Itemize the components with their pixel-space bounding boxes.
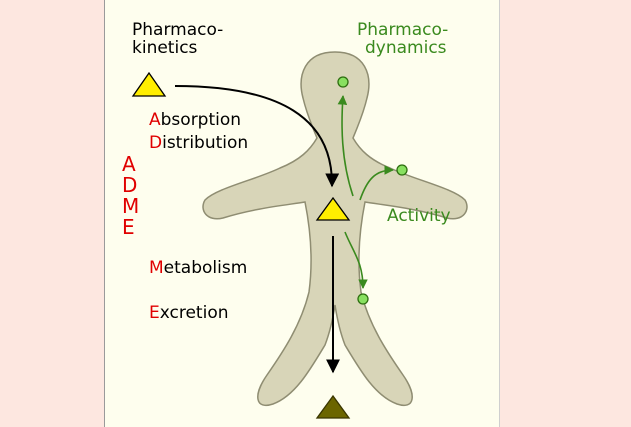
step-distribution: Distribution	[149, 133, 248, 153]
drug-triangle-central	[315, 196, 351, 221]
target-site-arm	[396, 164, 408, 176]
step-rest: etabolism	[163, 258, 248, 278]
pharmacodynamics-title-line2: dynamics	[365, 38, 447, 58]
human-body-silhouette	[202, 51, 468, 407]
adme-letter: M	[122, 194, 140, 218]
diagram-graphics	[131, 51, 468, 419]
pharmacodynamics-title-line1: Pharmaco-	[357, 20, 449, 40]
adme-vertical-acronym: A D M E	[122, 154, 139, 238]
adme-letter: A	[122, 152, 136, 176]
target-site-head	[337, 76, 349, 88]
drug-triangle-entry	[131, 71, 167, 97]
step-rest: xcretion	[159, 303, 229, 323]
metabolite-triangle	[315, 394, 351, 419]
green-arrow-to-lower-body	[344, 231, 368, 289]
activity-label: Activity	[387, 206, 451, 226]
step-initial: E	[149, 303, 160, 323]
green-arrow-to-arm	[359, 165, 394, 201]
green-arrow-to-head	[337, 95, 354, 197]
diagram-panel: Pharmaco- kinetics Pharmaco- dynamics A …	[104, 0, 500, 427]
adme-letter: E	[122, 215, 135, 239]
pharmacokinetics-title-line2: kinetics	[132, 38, 198, 58]
step-initial: A	[149, 110, 161, 130]
adme-letter: D	[122, 173, 138, 197]
step-absorption: Absorption	[149, 110, 241, 130]
target-site-lower-body	[357, 293, 369, 305]
step-initial: M	[149, 258, 164, 278]
step-metabolism: Metabolism	[149, 258, 247, 278]
step-initial: D	[149, 133, 163, 153]
step-rest: istribution	[162, 133, 249, 153]
pharmacokinetics-title-line1: Pharmaco-	[132, 20, 224, 40]
absorption-arrow	[174, 85, 340, 188]
step-rest: bsorption	[160, 110, 242, 130]
step-excretion: Excretion	[149, 303, 229, 323]
